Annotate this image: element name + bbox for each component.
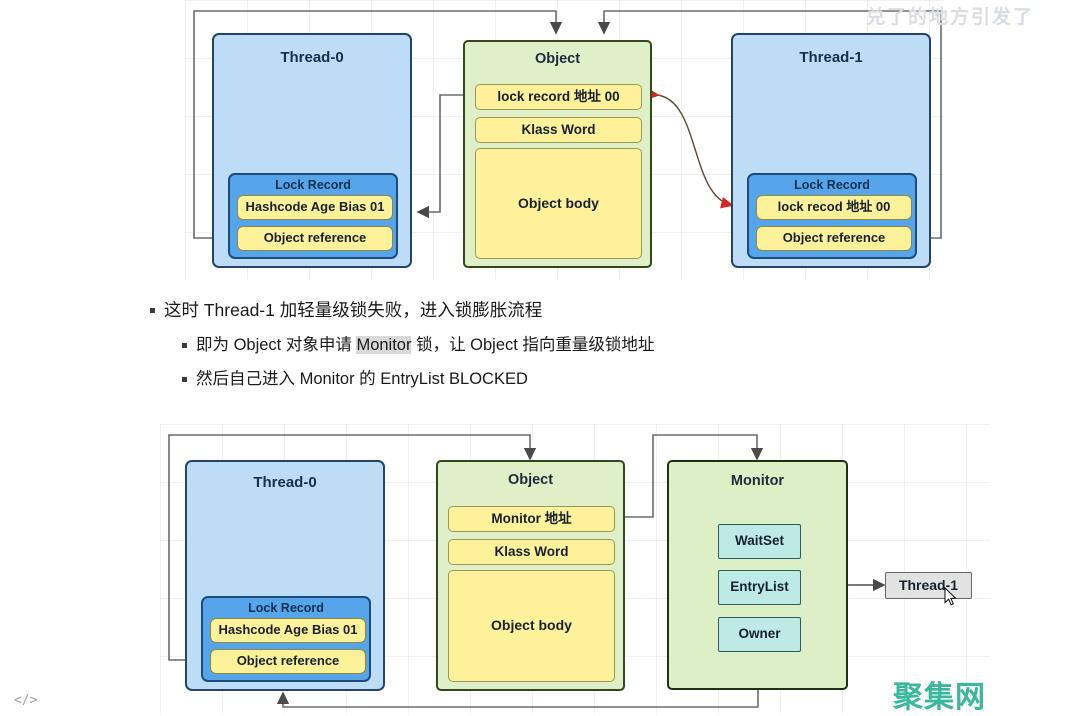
bottom-object-box: Object Monitor 地址 Klass Word Object body xyxy=(436,460,625,691)
mouse-cursor-icon xyxy=(944,587,957,606)
bottom-thread0-lock-record: Lock Record Hashcode Age Bias 01 Object … xyxy=(201,596,371,682)
bottom-monitor-box: Monitor WaitSet EntryList Owner xyxy=(667,460,848,690)
bullet-square-icon xyxy=(182,342,187,348)
prose-line-2-b: 锁，让 Object 指向重量级锁地址 xyxy=(411,335,655,354)
top-object-field-lock-record-address: lock record 地址 00 xyxy=(475,84,642,110)
top-object-box: Object lock record 地址 00 Klass Word Obje… xyxy=(463,40,652,268)
bottom-object-field-monitor-address: Monitor 地址 xyxy=(448,506,615,532)
top-thread1-field-lock-recod-address: lock recod 地址 00 xyxy=(756,195,912,220)
bottom-monitor-field-entrylist: EntryList xyxy=(718,570,801,605)
watermark-bottom-right-logo: 聚集网 xyxy=(893,680,986,715)
top-thread0-field-object-reference: Object reference xyxy=(237,226,393,251)
bottom-thread0-title: Thread-0 xyxy=(253,474,317,491)
top-thread1-lock-record: Lock Record lock recod 地址 00 Object refe… xyxy=(747,173,917,259)
prose-line-2-a: 即为 Object 对象申请 xyxy=(196,335,357,354)
bottom-object-field-object-body: Object body xyxy=(448,570,615,682)
bottom-object-field-klass-word: Klass Word xyxy=(448,539,615,565)
top-object-field-klass-word: Klass Word xyxy=(475,117,642,143)
code-tag-icon: </> xyxy=(14,693,38,708)
bullet-square-icon xyxy=(150,308,155,313)
bottom-object-title: Object xyxy=(507,472,554,488)
bottom-thread0-field-hashcode: Hashcode Age Bias 01 xyxy=(210,618,366,643)
top-thread1-lock-record-title: Lock Record xyxy=(794,178,870,192)
bottom-thread0-lock-record-title: Lock Record xyxy=(248,601,324,615)
prose-line-2: 即为 Object 对象申请 Monitor 锁，让 Object 指向重量级锁… xyxy=(196,335,654,356)
top-thread1-field-object-reference: Object reference xyxy=(756,226,912,251)
prose-line-1: 这时 Thread-1 加轻量级锁失败，进入锁膨胀流程 xyxy=(164,300,543,320)
bottom-monitor-title: Monitor xyxy=(730,473,785,489)
bottom-monitor-field-waitset: WaitSet xyxy=(718,524,801,559)
top-thread0-box: Thread-0 Lock Record Hashcode Age Bias 0… xyxy=(212,33,412,268)
watermark-top-right: 兑了的地方引发了 xyxy=(866,7,1035,28)
prose-line-1-row: 这时 Thread-1 加轻量级锁失败，进入锁膨胀流程 xyxy=(150,300,850,322)
top-thread0-lock-record: Lock Record Hashcode Age Bias 01 Object … xyxy=(228,173,398,259)
prose-line-2-row: 即为 Object 对象申请 Monitor 锁，让 Object 指向重量级锁… xyxy=(182,335,850,356)
bullet-square-icon xyxy=(182,376,187,382)
top-object-field-object-body: Object body xyxy=(475,148,642,259)
top-object-title: Object xyxy=(534,51,581,67)
bottom-thread0-box: Thread-0 Lock Record Hashcode Age Bias 0… xyxy=(185,460,385,691)
top-thread0-field-hashcode: Hashcode Age Bias 01 xyxy=(237,195,393,220)
prose-line-2-highlight: Monitor xyxy=(356,335,412,354)
bottom-blocked-thread1-node[interactable]: Thread-1 xyxy=(885,572,972,599)
prose-line-3: 然后自己进入 Monitor 的 EntryList BLOCKED xyxy=(196,369,528,388)
bottom-monitor-field-owner: Owner xyxy=(718,617,801,652)
top-thread1-title: Thread-1 xyxy=(799,49,863,66)
prose-block: 这时 Thread-1 加轻量级锁失败，进入锁膨胀流程 即为 Object 对象… xyxy=(150,300,850,389)
top-thread1-box: Thread-1 Lock Record lock recod 地址 00 Ob… xyxy=(731,33,931,268)
top-thread0-lock-record-title: Lock Record xyxy=(275,178,351,192)
bottom-thread0-field-object-reference: Object reference xyxy=(210,649,366,674)
top-thread0-title: Thread-0 xyxy=(280,49,344,66)
prose-line-3-row: 然后自己进入 Monitor 的 EntryList BLOCKED xyxy=(182,369,850,390)
